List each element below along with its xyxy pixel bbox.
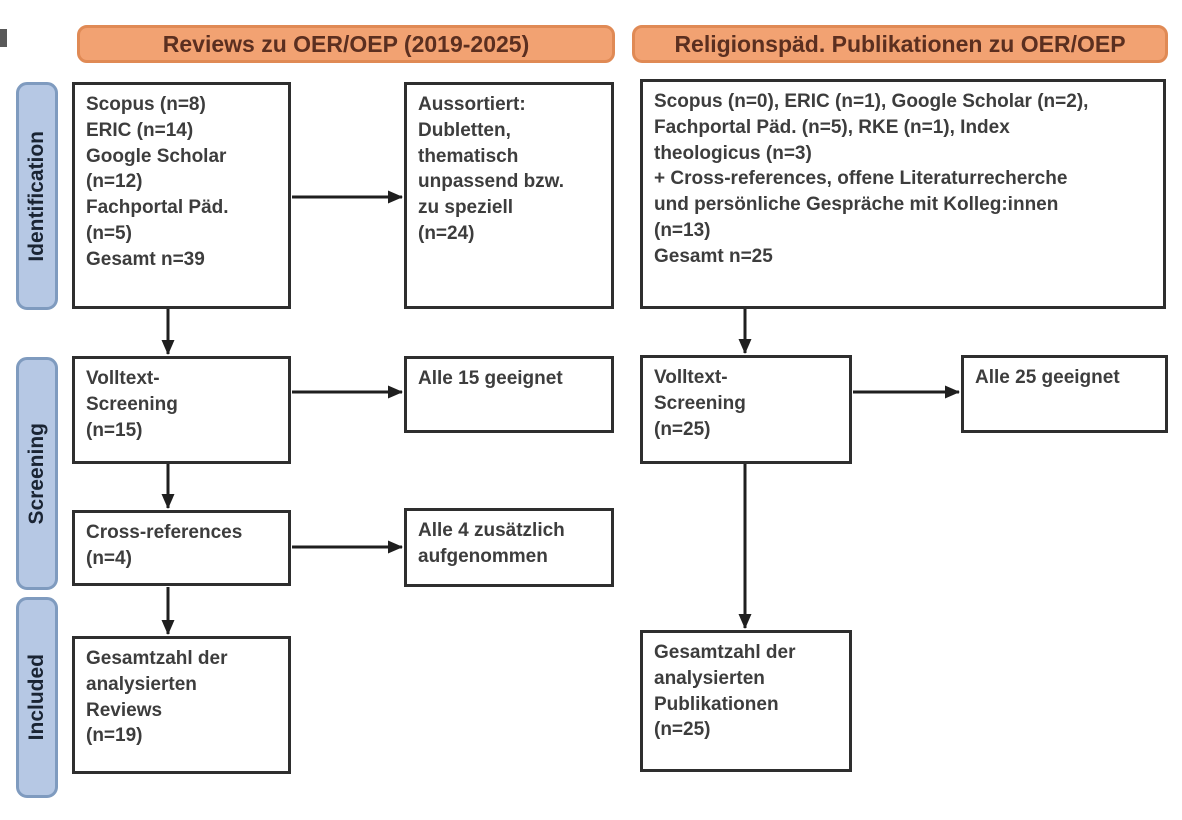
stage-screening: Screening xyxy=(16,357,58,590)
box-right-fulltext-screening: Volltext- Screening (n=25) xyxy=(640,355,852,464)
stage-screening-label: Screening xyxy=(25,422,48,525)
stage-included-label: Included xyxy=(25,654,48,741)
box-right-included-total: Gesamtzahl der analysierten Publikatione… xyxy=(640,630,852,772)
stage-included: Included xyxy=(16,597,58,798)
box-left-fulltext-screening: Volltext- Screening (n=15) xyxy=(72,356,291,464)
box-right-sources: Scopus (n=0), ERIC (n=1), Google Scholar… xyxy=(640,79,1166,309)
column-header-reviews: Reviews zu OER/OEP (2019-2025) xyxy=(77,25,615,63)
stage-identification-label: Identification xyxy=(25,130,48,262)
box-left-cross-references-result: Alle 4 zusätzlich aufgenommen xyxy=(404,508,614,587)
box-right-fulltext-result: Alle 25 geeignet xyxy=(961,355,1168,433)
box-left-sources: Scopus (n=8) ERIC (n=14) Google Scholar … xyxy=(72,82,291,309)
box-left-cross-references: Cross-references (n=4) xyxy=(72,510,291,586)
box-left-fulltext-result: Alle 15 geeignet xyxy=(404,356,614,433)
column-header-religionspaed: Religionspäd. Publikationen zu OER/OEP xyxy=(632,25,1168,63)
crop-edge-artifact xyxy=(0,29,7,47)
stage-identification: Identification xyxy=(16,82,58,310)
box-left-excluded: Aussortiert: Dubletten, thematisch unpas… xyxy=(404,82,614,309)
box-left-included-total: Gesamtzahl der analysierten Reviews (n=1… xyxy=(72,636,291,774)
